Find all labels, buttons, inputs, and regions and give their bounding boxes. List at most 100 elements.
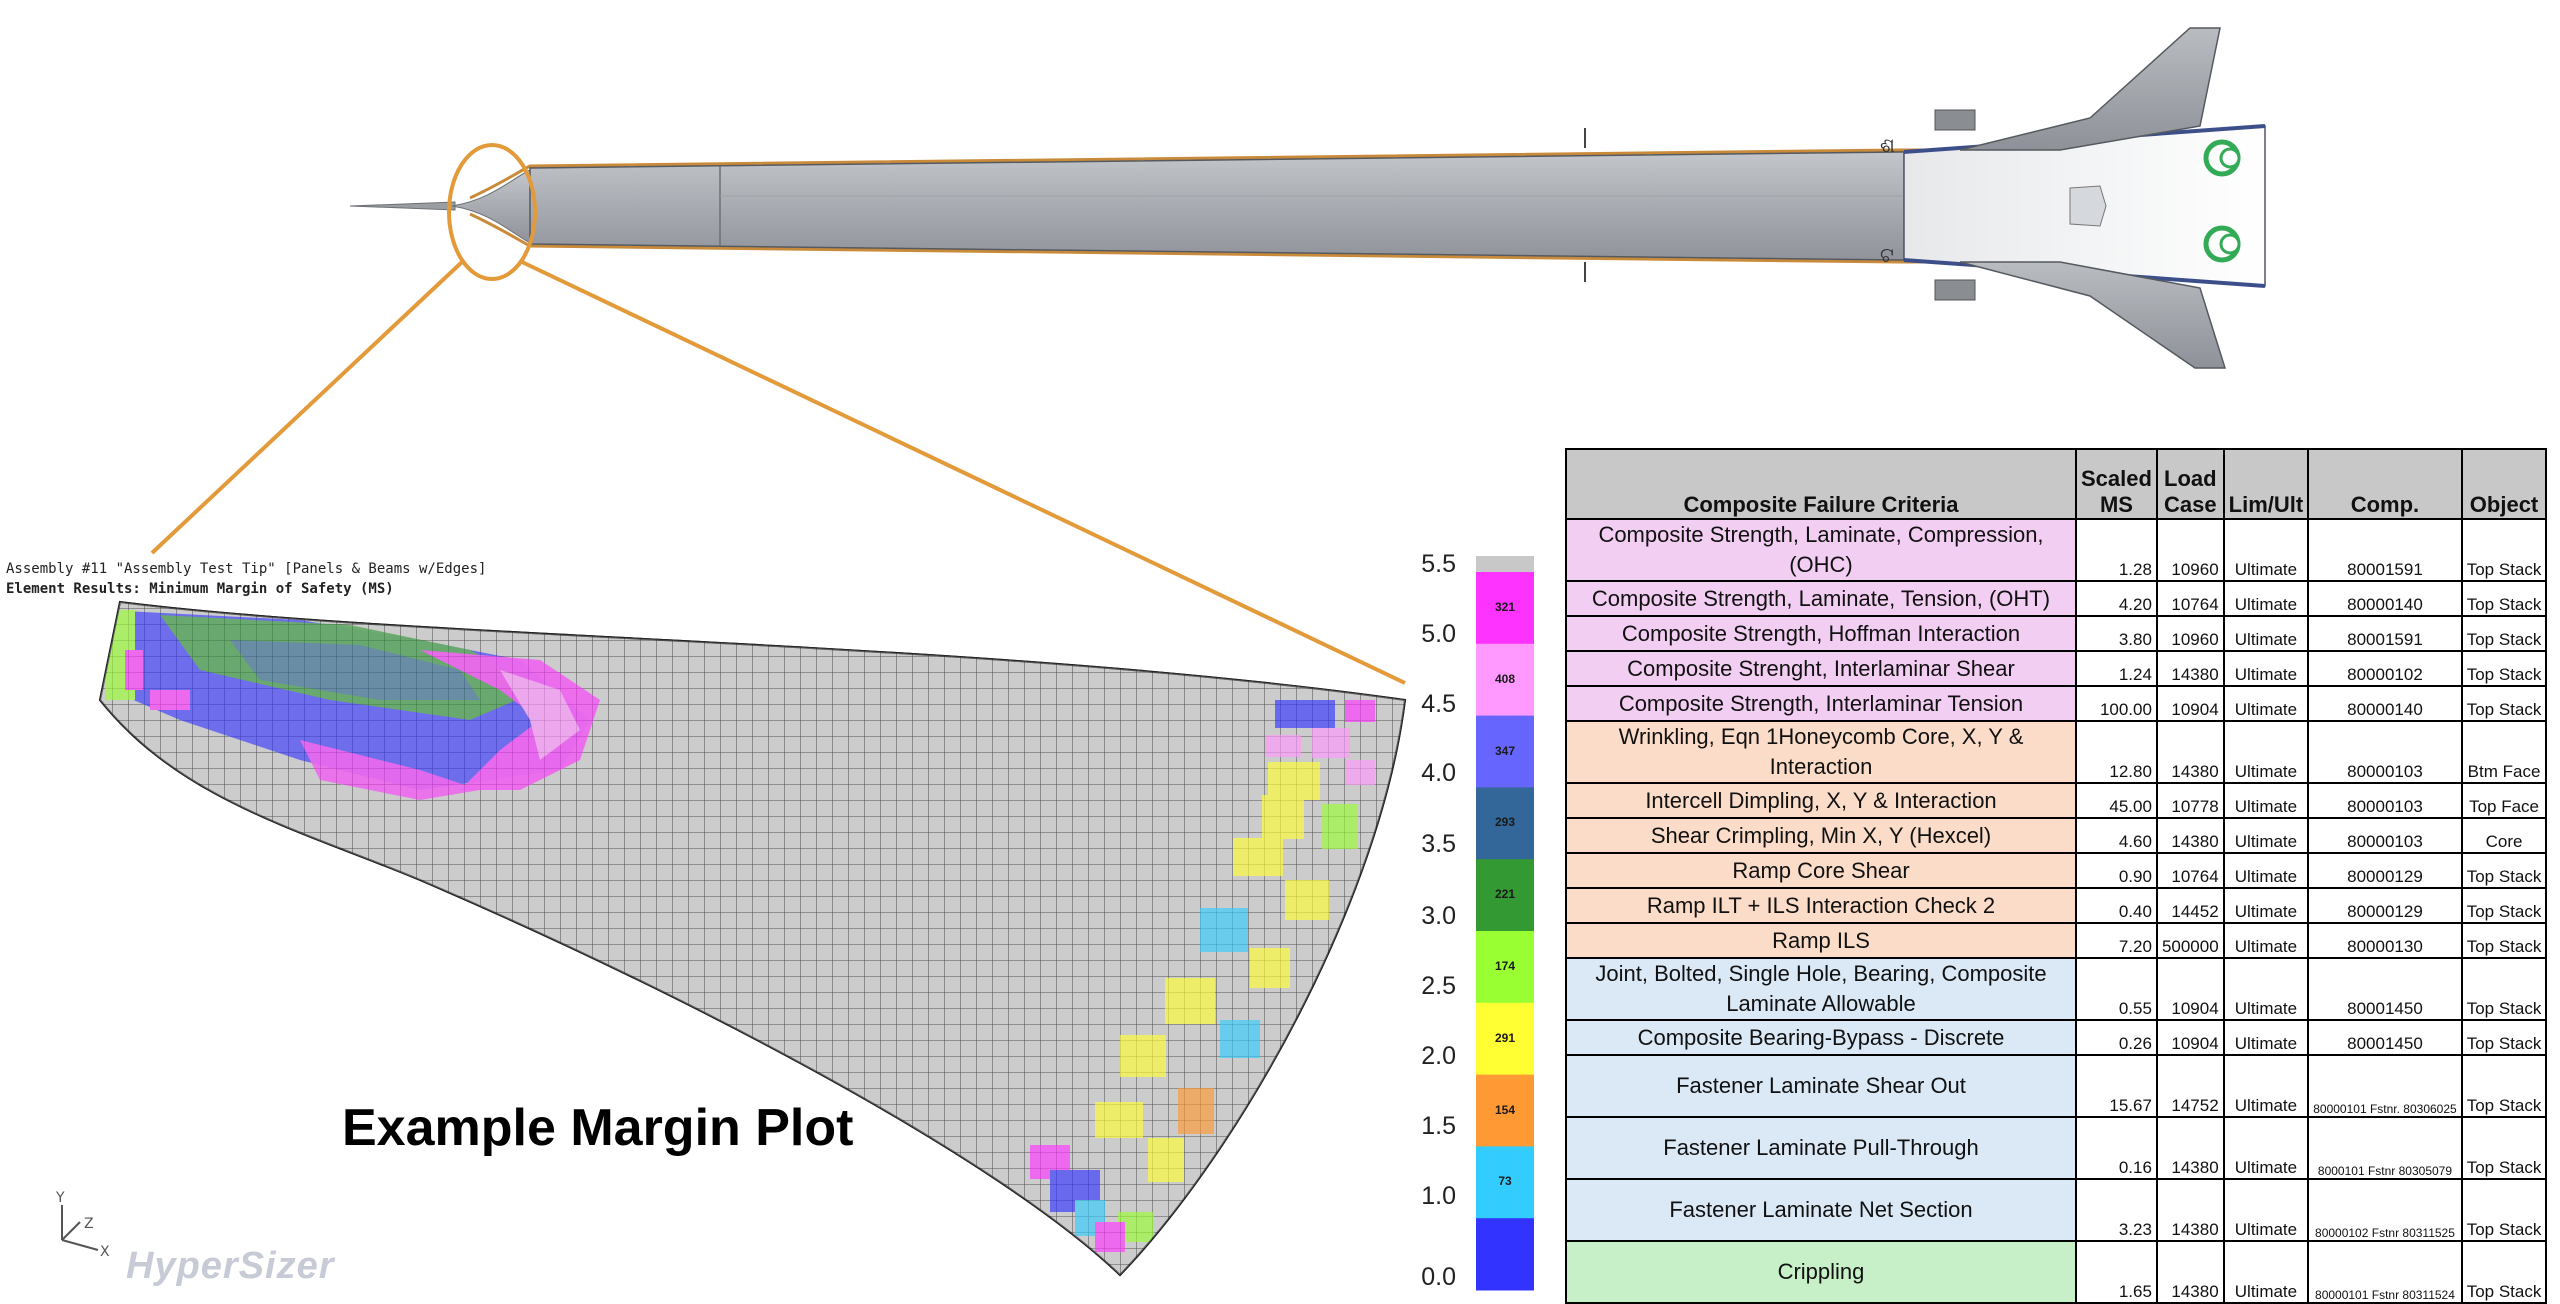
object-cell: Top Stack xyxy=(2460,1178,2548,1242)
load-case-cell: 14752 xyxy=(2155,1054,2225,1118)
load-case-cell: 10904 xyxy=(2155,1019,2225,1056)
criteria-cell: Fastener Laminate Pull-Through xyxy=(1565,1116,2077,1180)
criteria-cell: Fastener Laminate Shear Out xyxy=(1565,1054,2077,1118)
table-row: Composite Strength, Laminate, Tension, (… xyxy=(1565,580,2548,617)
lim-ult-cell: Ultimate xyxy=(2222,852,2310,889)
load-case-cell: 14452 xyxy=(2155,887,2225,924)
criteria-cell: Fastener Laminate Net Section xyxy=(1565,1178,2077,1242)
load-case-cell: 14380 xyxy=(2155,1240,2225,1304)
lim-ult-cell: Ultimate xyxy=(2222,817,2310,854)
axis-triad-icon: Y Z X xyxy=(55,1190,110,1260)
object-cell: Top Stack xyxy=(2460,580,2548,617)
object-cell: Top Stack xyxy=(2460,887,2548,924)
object-cell: Top Stack xyxy=(2460,615,2548,652)
header-comp: Comp. xyxy=(2307,448,2463,520)
legend-bin-7 xyxy=(1476,1074,1534,1147)
ms-cell: 4.20 xyxy=(2075,580,2158,617)
load-case-cell: 14380 xyxy=(2155,817,2225,854)
lim-ult-cell: Ultimate xyxy=(2222,650,2310,687)
ms-cell: 15.67 xyxy=(2075,1054,2158,1118)
lim-ult-cell: Ultimate xyxy=(2222,1240,2310,1304)
ms-cell: 1.65 xyxy=(2075,1240,2158,1304)
fuselage-decal-top: ଶ xyxy=(1880,133,1895,157)
object-cell: Top Stack xyxy=(2460,922,2548,959)
comp-cell: 80000103 xyxy=(2307,720,2463,784)
legend-count-4: 221 xyxy=(1494,887,1516,902)
lim-ult-cell: Ultimate xyxy=(2222,957,2310,1021)
lim-ult-cell: Ultimate xyxy=(2222,580,2310,617)
object-cell: Top Stack xyxy=(2460,1240,2548,1304)
fuselage-decal-bottom: ଟ xyxy=(1880,243,1894,267)
table-row: Composite Strength, Interlaminar Tension… xyxy=(1565,685,2548,722)
legend-bin-2 xyxy=(1476,715,1534,788)
margin-panel xyxy=(98,600,1407,1277)
table-row: Wrinkling, Eqn 1Honeycomb Core, X, Y & I… xyxy=(1565,720,2548,784)
table-row: Composite Strength, Laminate, Compressio… xyxy=(1565,518,2548,582)
legend-tick-10: 0.0 xyxy=(1421,1263,1456,1291)
lim-ult-cell: Ultimate xyxy=(2222,720,2310,784)
strake-top xyxy=(1934,109,1976,131)
comp-cell: 80000102 xyxy=(2307,650,2463,687)
legend-tick-1: 5.0 xyxy=(1421,620,1456,648)
object-cell: Top Stack xyxy=(2460,1116,2548,1180)
lim-ult-cell: Ultimate xyxy=(2222,518,2310,582)
load-case-cell: 10764 xyxy=(2155,580,2225,617)
load-case-cell: 10904 xyxy=(2155,685,2225,722)
lim-ult-cell: Ultimate xyxy=(2222,1178,2310,1242)
criteria-cell: Composite Strength, Laminate, Tension, (… xyxy=(1565,580,2077,617)
object-cell: Top Stack xyxy=(2460,518,2548,582)
ms-cell: 45.00 xyxy=(2075,782,2158,819)
comp-cell: 80001450 xyxy=(2307,1019,2463,1056)
comp-cell: 8000101 Fstnr 80305079 xyxy=(2307,1116,2463,1180)
legend-bin-1 xyxy=(1476,643,1534,717)
legend-tick-4: 3.5 xyxy=(1421,830,1456,858)
load-case-cell: 10764 xyxy=(2155,852,2225,889)
comp-cell: 80000130 xyxy=(2307,922,2463,959)
nose-cone xyxy=(451,169,531,244)
legend-cap xyxy=(1476,556,1534,572)
lim-ult-cell: Ultimate xyxy=(2222,1019,2310,1056)
assembly-header: Assembly #11 "Assembly Test Tip" [Panels… xyxy=(6,561,487,577)
comp-cell: 80000101 Fstnr. 80306025 xyxy=(2307,1054,2463,1118)
table-row: Joint, Bolted, Single Hole, Bearing, Com… xyxy=(1565,957,2548,1021)
lim-ult-cell: Ultimate xyxy=(2222,782,2310,819)
body-stripe-top xyxy=(469,148,2265,200)
criteria-cell: Shear Crimpling, Min X, Y (Hexcel) xyxy=(1565,817,2077,854)
load-case-cell: 14380 xyxy=(2155,1178,2225,1242)
comp-cell: 80000129 xyxy=(2307,852,2463,889)
callout-group xyxy=(150,143,1406,685)
criteria-cell: Ramp ILS xyxy=(1565,922,2077,959)
panel-grid-lines xyxy=(100,602,1405,1275)
ms-cell: 3.80 xyxy=(2075,615,2158,652)
svg-text:Y: Y xyxy=(55,1190,65,1206)
criteria-cell: Composite Strength, Laminate, Compressio… xyxy=(1565,518,2077,582)
comp-cell: 80001591 xyxy=(2307,615,2463,652)
ms-cell: 0.26 xyxy=(2075,1019,2158,1056)
header-criteria: Composite Failure Criteria xyxy=(1565,448,2077,520)
load-case-cell: 14380 xyxy=(2155,1116,2225,1180)
criteria-cell: Crippling xyxy=(1565,1240,2077,1304)
header-ms-line2: MS xyxy=(2099,492,2133,517)
legend-bin-0 xyxy=(1476,572,1534,645)
tail-logo-bottom xyxy=(2203,225,2241,263)
legend-count-2: 347 xyxy=(1494,743,1516,758)
ms-cell: 0.16 xyxy=(2075,1116,2158,1180)
legend-count-0: 321 xyxy=(1494,599,1516,614)
ms-cell: 100.00 xyxy=(2075,685,2158,722)
legend-tick-0: 5.5 xyxy=(1421,550,1456,578)
criteria-cell: Composite Strength, Interlaminar Tension xyxy=(1565,685,2077,722)
load-case-cell: 10960 xyxy=(2155,518,2225,582)
ms-cell: 4.60 xyxy=(2075,817,2158,854)
ms-cell: 1.28 xyxy=(2075,518,2158,582)
